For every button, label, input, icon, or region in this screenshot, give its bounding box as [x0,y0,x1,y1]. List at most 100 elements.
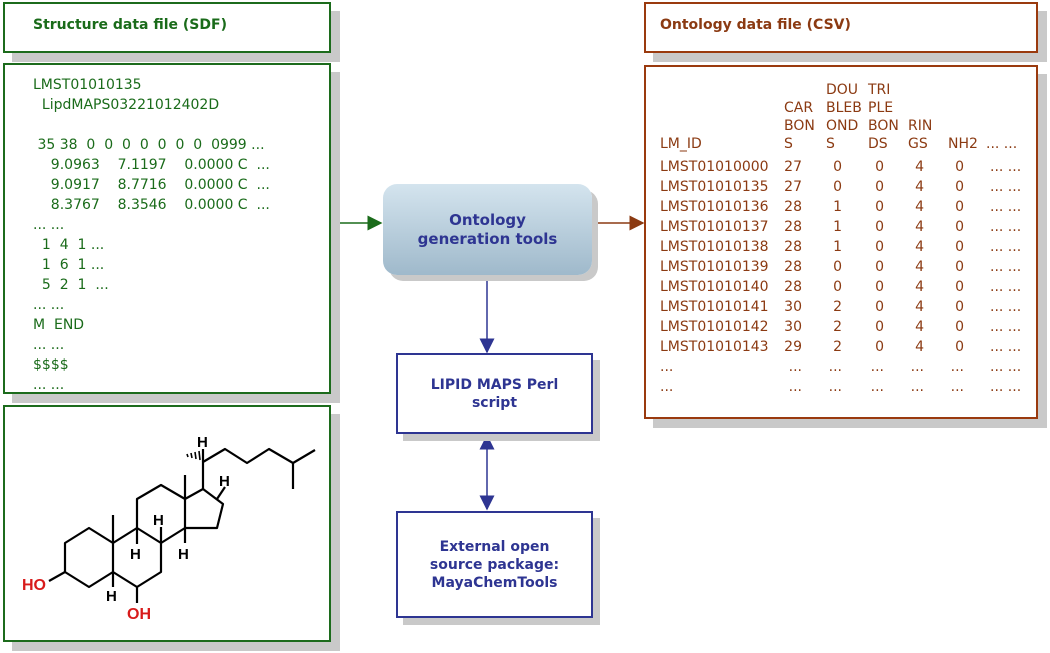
h-label-c14: H [153,512,164,529]
csv-header-cell: OND [826,118,859,134]
csv-cell: 0 [955,279,964,295]
csv-cell: 0 [833,179,842,195]
csv-cell: 28 [784,239,802,255]
csv-cell: ... [828,379,842,395]
oh-label-bottom: OH [127,606,151,623]
csv-cell: 0 [875,159,884,175]
csv-header-cell: RIN [908,118,933,134]
csv-cell: ... ... [990,279,1022,295]
csv-cell: LMST01010000 [660,159,769,175]
csv-cell: 4 [915,159,924,175]
csv-cell: LMST01010142 [660,319,769,335]
csv-header-cell: ... ... [986,136,1018,152]
csv-cell: 0 [955,299,964,315]
csv-cell: 0 [875,259,884,275]
csv-cell: ... ... [990,199,1022,215]
csv-cell: ... ... [990,359,1022,375]
csv-cell: ... [828,359,842,375]
csv-cell: 4 [915,259,924,275]
csv-header-cell: BLEB [826,100,862,116]
h-label-c9: H [130,546,141,563]
perl-script-label: LIPID MAPS Perl script [430,376,559,411]
csv-cell: 4 [915,219,924,235]
csv-cell: 0 [875,339,884,355]
csv-header-cell: CAR [784,100,814,116]
csv-cell: 2 [833,319,842,335]
cholesterol-structure-image: H H H H H H HO OH [22,434,316,623]
csv-cell: ... ... [990,159,1022,175]
csv-cell: 4 [915,179,924,195]
sdf-content-box: LMST01010135 LipdMAPS03221012402D 35 38 … [3,63,331,394]
csv-cell: 0 [955,319,964,335]
csv-cell: 0 [875,199,884,215]
sdf-line: ... ... [33,337,65,353]
csv-header-cell: TRI [868,82,891,98]
csv-cell: ... [870,359,884,375]
csv-cell: ... ... [990,179,1022,195]
sdf-line: 8.3767 8.3546 0.0000 C ... [33,197,270,213]
csv-header-cell: S [826,136,835,152]
csv-cell: ... ... [990,259,1022,275]
csv-cell: 4 [915,239,924,255]
h-label-c20: H [197,434,208,451]
csv-cell: ... ... [990,239,1022,255]
csv-header-cell: DS [868,136,888,152]
csv-cell: 4 [915,199,924,215]
sdf-line: 9.0917 8.7716 0.0000 C ... [33,177,270,193]
csv-cell: 30 [784,299,802,315]
csv-title-box: Ontology data file (CSV) [644,2,1038,53]
csv-cell: ... ... [990,339,1022,355]
ontology-generation-tools-label: Ontology generation tools [417,210,558,248]
molecule-box: H H H H H H HO OH [3,405,331,642]
h-label-c17: H [219,473,230,490]
csv-cell: 30 [784,319,802,335]
sdf-line: 35 38 0 0 0 0 0 0 0 0999 ... [33,137,265,153]
external-package-box: External open source package: MayaChemTo… [396,511,593,618]
sdf-line: 1 4 1 ... [33,237,105,253]
csv-cell: ... [660,379,674,395]
csv-cell: ... [910,379,924,395]
csv-cell: 27 [784,159,802,175]
oh-label-left: HO [22,577,46,594]
sdf-title: Structure data file (SDF) [33,17,227,33]
csv-cell: ... ... [990,219,1022,235]
csv-title: Ontology data file (CSV) [660,17,851,33]
csv-cell: 28 [784,259,802,275]
sdf-line: LipdMAPS03221012402D [33,97,220,113]
sdf-line [33,115,270,135]
csv-cell: ... [910,359,924,375]
csv-cell: 0 [955,179,964,195]
csv-cell: LMST01010137 [660,219,769,235]
csv-cell: 0 [875,179,884,195]
csv-header-cell: BON [868,118,899,134]
csv-cell: 0 [955,159,964,175]
csv-cell: ... ... [990,319,1022,335]
csv-cell: 1 [833,219,842,235]
csv-cell: 4 [915,319,924,335]
h-label-c8: H [178,546,189,563]
csv-cell: ... [950,379,964,395]
csv-cell: 0 [833,279,842,295]
csv-cell: 0 [875,239,884,255]
csv-cell: ... [870,379,884,395]
csv-header-cell: LM_ID [660,136,702,152]
csv-cell: ... [950,359,964,375]
sdf-line: ... ... [33,217,65,233]
csv-cell: LMST01010141 [660,299,769,315]
csv-cell: 0 [833,159,842,175]
sdf-line: LMST01010135 [33,77,142,93]
csv-header-cell: PLE [868,100,894,116]
csv-cell: ... [660,359,674,375]
csv-cell: ... [788,359,802,375]
sdf-content: LMST01010135 LipdMAPS03221012402D 35 38 … [33,75,270,395]
csv-cell: 4 [915,279,924,295]
csv-cell: 0 [955,199,964,215]
csv-cell: 0 [955,259,964,275]
csv-header-cell: GS [908,136,928,152]
sdf-line: 1 6 1 ... [33,257,105,273]
ontology-generation-tools-node: Ontology generation tools [383,184,592,275]
sdf-line: 9.0963 7.1197 0.0000 C ... [33,157,270,173]
csv-cell: 4 [915,339,924,355]
